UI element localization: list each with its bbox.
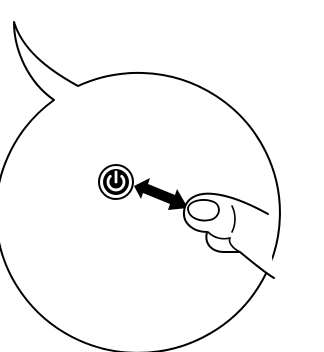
power-button-icon bbox=[99, 165, 133, 199]
